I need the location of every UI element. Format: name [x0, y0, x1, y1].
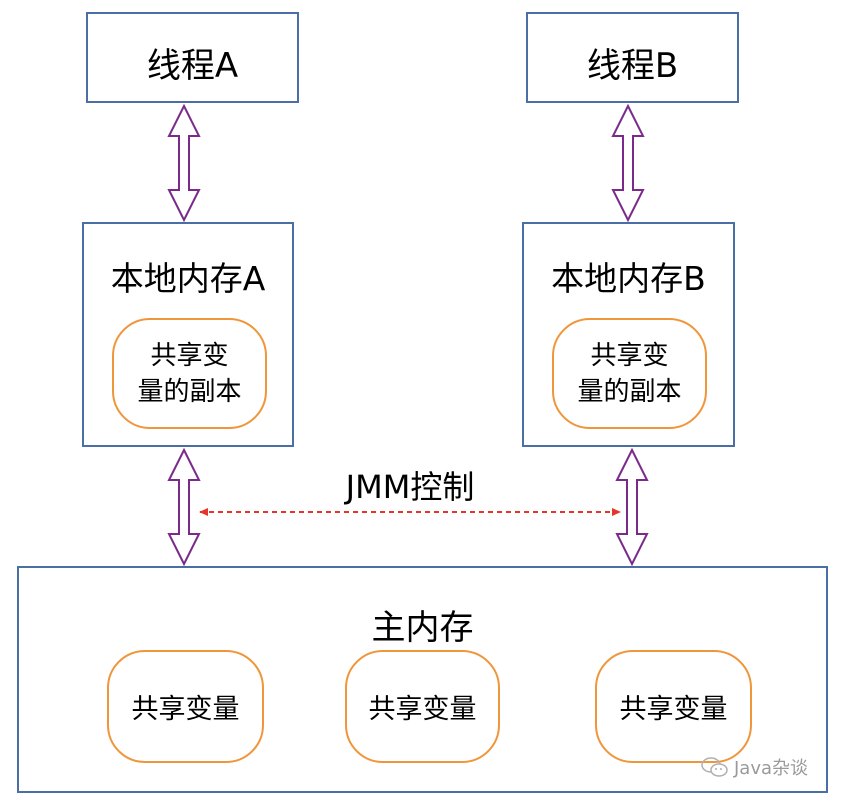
local-memory-b-label: 本地内存B: [551, 259, 706, 298]
main-memory-box: 主内存 共享变量 共享变量 共享变量: [17, 566, 828, 793]
watermark: Java杂谈: [700, 754, 808, 780]
shared-variable-2: 共享变量: [345, 650, 500, 763]
thread-b-box: 线程B: [526, 12, 739, 103]
local-memory-b-box: 本地内存B 共享变 量的副本: [522, 222, 735, 447]
copy-b-line2: 量的副本: [577, 376, 682, 407]
copy-b-line1: 共享变: [590, 340, 669, 371]
jmm-control-label: JMM控制: [345, 468, 475, 506]
thread-a-box: 线程A: [86, 12, 299, 103]
shared-variable-3: 共享变量: [595, 650, 752, 763]
shared-variable-1-label: 共享变量: [131, 694, 240, 725]
shared-variable-2-label: 共享变量: [368, 694, 477, 725]
thread-a-label: 线程A: [146, 46, 239, 86]
thread-a-local-a-arrow: [167, 103, 201, 223]
main-memory-label: 主内存: [371, 608, 474, 648]
watermark-text: Java杂谈: [734, 758, 809, 779]
thread-b-local-b-arrow: [611, 103, 645, 223]
shared-variable-copy-a: 共享变 量的副本: [112, 318, 267, 429]
shared-variable-copy-b: 共享变 量的副本: [552, 318, 707, 429]
shared-variable-1: 共享变量: [107, 650, 264, 763]
local-a-main-arrow: [167, 447, 201, 567]
thread-b-label: 线程B: [586, 46, 679, 86]
wechat-icon: [701, 757, 728, 777]
local-b-main-arrow: [615, 447, 649, 567]
copy-a-line2: 量的副本: [137, 376, 242, 407]
local-memory-a-label: 本地内存A: [110, 259, 266, 298]
shared-variable-3-label: 共享变量: [619, 694, 728, 725]
local-memory-a-box: 本地内存A 共享变 量的副本: [82, 222, 294, 447]
copy-a-line1: 共享变: [150, 340, 229, 371]
